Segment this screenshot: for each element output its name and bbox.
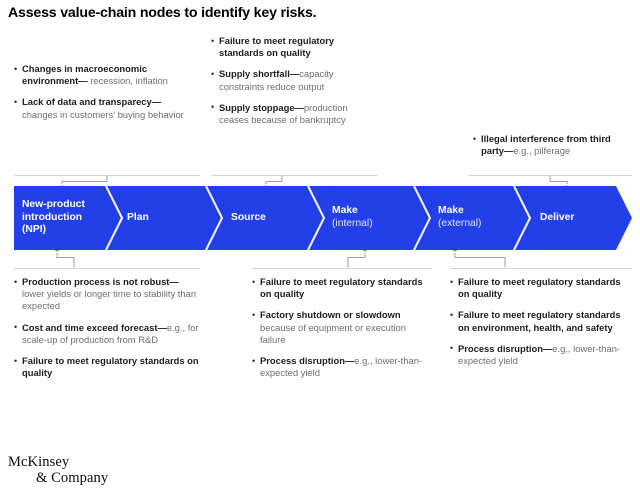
divider-make-internal-external — [413, 186, 432, 250]
stage-label-make-external[interactable]: Make (external) — [438, 205, 482, 230]
stage-label-npi[interactable]: New-product introduction (NPI) — [22, 199, 106, 237]
stage-label-plan[interactable]: Plan — [127, 212, 149, 225]
connector-below-make-internal — [347, 250, 366, 268]
connector-below-make-external — [454, 250, 506, 268]
stage-label-main: New-product introduction — [22, 199, 85, 223]
risk-head: Failure to meet regulatory standards on … — [22, 355, 199, 379]
risk-list: Failure to meet regulatory standards on … — [450, 275, 632, 367]
risk-tail: e.g., lower-than-expected yield — [260, 355, 423, 379]
risk-tail: because of equipment or execution failur… — [260, 321, 406, 345]
risk-head: Supply stoppage— — [219, 101, 304, 113]
risk-list: Illegal interference from third party—e.… — [473, 132, 633, 157]
list-item: Changes in macroeconomic environment— re… — [14, 62, 194, 87]
list-item: Lack of data and transparecy—changes in … — [14, 96, 194, 120]
callout-rule-above-source — [211, 175, 377, 176]
stage-label-main: Make — [438, 205, 464, 216]
logo-line-1: McKinsey — [8, 454, 70, 470]
callout-rule-above-deliver — [468, 175, 632, 176]
risk-tail: changes in customers' buying behavior — [22, 108, 184, 120]
risk-tail: e.g., for scale-up of production from R&… — [22, 321, 199, 345]
callout-above-source: Failure to meet regulatory standards on … — [211, 34, 377, 126]
value-chain-svg — [14, 186, 632, 250]
divider-source-make-internal — [307, 186, 326, 250]
callout-below-npi: Production process is not robust—lower y… — [14, 276, 200, 379]
risk-tail: lower yields or longer time to stability… — [22, 288, 197, 312]
risk-head: Process disruption— — [260, 355, 355, 367]
risk-head: Process disruption— — [458, 342, 553, 354]
risk-head: Lack of data and transparecy— — [22, 96, 162, 108]
risk-tail: production ceases because of bankruptcy — [219, 101, 348, 126]
risk-head: Cost and time exceed forecast— — [22, 321, 167, 333]
callout-rule-below-npi — [14, 268, 200, 269]
risk-list: Changes in macroeconomic environment— re… — [14, 62, 194, 121]
risk-tail: recession, inflation — [87, 75, 168, 87]
risk-tail: capacity constraints reduce output — [219, 68, 334, 92]
stage-label-main: Deliver — [540, 212, 575, 223]
risk-tail: e.g., pilferage — [513, 145, 571, 157]
logo-line-2: & Company — [36, 469, 109, 486]
risk-list: Failure to meet regulatory standards on … — [211, 34, 377, 126]
list-item: Process disruption—e.g., lower-than-expe… — [252, 355, 432, 379]
list-item: Failure to meet regulatory standards on … — [450, 275, 632, 300]
list-item: Supply stoppage—production ceases becaus… — [211, 101, 377, 126]
mckinsey-logo: McKinsey & Company — [8, 454, 109, 486]
risk-tail: e.g., lower-than-expected yield — [458, 342, 621, 367]
risk-list: Failure to meet regulatory standards on … — [252, 275, 432, 379]
list-item: Production process is not robust—lower y… — [14, 276, 200, 313]
callout-rule-above-npi — [14, 175, 200, 176]
stage-label-main: Make — [332, 205, 358, 216]
stage-dividers — [105, 186, 532, 250]
stage-label-main: Source — [231, 212, 266, 223]
list-item: Failure to meet regulatory standards on … — [252, 275, 432, 300]
callout-below-make-internal: Failure to meet regulatory standards on … — [252, 275, 432, 379]
stage-label-source[interactable]: Source — [231, 212, 266, 225]
list-item: Factory shutdown or slowdown because of … — [252, 309, 432, 346]
stage-label-main: Plan — [127, 212, 149, 223]
list-item: Supply shortfall—capacity constraints re… — [211, 68, 377, 92]
callout-rule-below-make-internal — [252, 268, 432, 269]
risk-head: Factory shutdown or slowdown — [260, 309, 401, 321]
risk-list: Production process is not robust—lower y… — [14, 276, 200, 379]
risk-head: Production process is not robust— — [22, 276, 179, 287]
stage-label-deliver[interactable]: Deliver — [540, 212, 574, 225]
risk-head: Failure to meet regulatory standards on … — [458, 276, 621, 300]
risk-head: Supply shortfall— — [219, 68, 300, 80]
divider-make-external-deliver — [513, 186, 532, 250]
list-item: Cost and time exceed forecast—e.g., for … — [14, 321, 200, 346]
list-item: Illegal interference from third party—e.… — [473, 132, 633, 157]
risk-head: Failure to meet regulatory standards on … — [219, 35, 335, 59]
page-title: Assess value-chain nodes to identify key… — [8, 5, 317, 21]
divider-plan-source — [205, 186, 224, 250]
divider-npi-plan — [105, 186, 124, 250]
value-chain-band: New-product introduction (NPI) Plan Sour… — [0, 186, 640, 250]
stage-label-sub: (internal) — [332, 217, 373, 229]
risk-head: Failure to meet regulatory standards on … — [260, 276, 423, 300]
callout-above-deliver: Illegal interference from third party—e.… — [473, 132, 633, 157]
list-item: Failure to meet regulatory standards on … — [450, 309, 632, 333]
stage-label-sub: (NPI) — [22, 224, 47, 236]
callout-above-npi: Changes in macroeconomic environment— re… — [14, 62, 194, 121]
risk-head: Failure to meet regulatory standards on … — [458, 309, 621, 333]
stage-label-make-internal[interactable]: Make (internal) — [332, 205, 373, 230]
list-item: Process disruption—e.g., lower-than-expe… — [450, 342, 632, 367]
risk-head: Changes in macroeconomic environment— — [22, 63, 148, 87]
connector-below-npi — [56, 250, 75, 268]
risk-head: Illegal interference from third party— — [481, 133, 611, 157]
list-item: Failure to meet regulatory standards on … — [211, 34, 377, 59]
list-item: Failure to meet regulatory standards on … — [14, 355, 200, 379]
callout-below-make-external: Failure to meet regulatory standards on … — [450, 275, 632, 367]
stage-label-sub: (external) — [438, 217, 482, 229]
callout-rule-below-make-external — [450, 268, 632, 269]
